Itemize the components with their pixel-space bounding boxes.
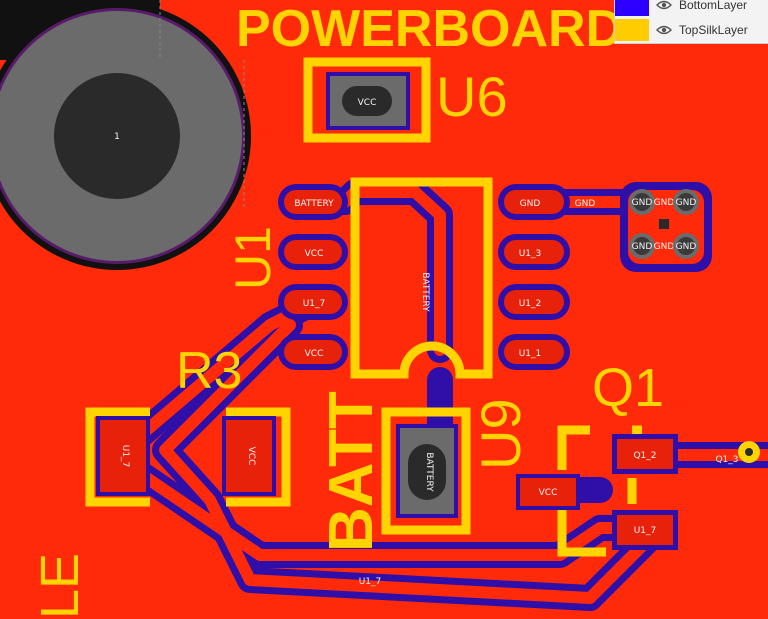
layer-row-topsilklayer[interactable]: TopSilkLayer [615,19,768,41]
u1-pad-u1-2-label: U1_2 [519,299,542,309]
q1-pad-q1-3[interactable]: Q1_3 [715,441,760,465]
r3-pad-right-label: VCC [246,447,256,466]
via-gnd-6-label: GND [676,242,697,252]
u9-footprint[interactable]: BATTERY [381,407,471,535]
via-gnd-3-label: GND [676,198,697,208]
u1-pad-gnd[interactable]: GND [498,184,570,220]
u1-pad-vcc-b-label: VCC [305,349,324,359]
via-gnd-2[interactable]: GND [654,198,675,208]
via-gnd-4-label: GND [632,242,653,252]
layer-color-swatch[interactable] [615,0,649,16]
u1-pad-u1-2[interactable]: U1_2 [498,284,570,320]
u1-pad-u1-1-label: U1_1 [519,349,542,359]
q1-pad-vcc-label: VCC [539,488,558,498]
u1-pad-vcc-b[interactable]: VCC [278,334,348,370]
u1-pad-gnd-label: GND [520,199,541,209]
silk-q1: Q1 [592,358,664,418]
via-gnd-5[interactable]: GND [654,242,675,252]
u1-body[interactable]: BATTERY [350,177,493,379]
via-gnd-5-label: GND [654,242,675,252]
silk-u6: U6 [436,65,508,128]
mount-hole[interactable]: 1 [0,2,251,270]
u1-pad-u1-7[interactable]: U1_7 [278,284,348,320]
u1-pad-vcc-a[interactable]: VCC [278,234,348,270]
via-gnd-4[interactable]: GND [629,233,655,259]
layer-row-bottomlayer[interactable]: BottomLayer [615,0,768,16]
u6-pad-label: VCC [358,98,377,108]
q1-pad-q1-2-label: Q1_2 [633,451,656,461]
via-gnd-1-label: GND [632,198,653,208]
u1-pad-vcc-a-label: VCC [305,249,324,259]
u9-pad-label: BATTERY [424,452,434,492]
layer-name: BottomLayer [679,0,748,12]
u1-pad-u1-3[interactable]: U1_3 [498,234,570,270]
silk-u9: U9 [469,398,532,470]
r3-footprint[interactable]: U1_7 VCC [85,407,291,507]
q1-pad-u1-7-label: U1_7 [634,526,657,536]
trace-u1-7-label: U1_7 [359,577,382,587]
via-gnd-6[interactable]: GND [673,233,699,259]
q1-pad-vcc[interactable]: VCC [516,474,580,510]
u1-pad-u1-7-label: U1_7 [303,299,326,309]
layer-name: TopSilkLayer [679,23,748,37]
silk-powerboard: POWERBOARD [236,0,623,58]
via-gnd-1[interactable]: GND [629,189,655,215]
r3-pad-left-label: U1_7 [120,445,130,468]
gnd-center-via [659,219,669,229]
q1-pad-u1-7[interactable]: U1_7 [612,510,678,550]
u6-footprint[interactable]: VCC [303,57,431,143]
layer-color-swatch[interactable] [615,19,649,41]
eye-icon[interactable] [653,0,675,16]
via-gnd-2-label: GND [654,198,675,208]
q1-footprint[interactable] [557,425,642,557]
u1-pad-battery-label: BATTERY [294,199,334,209]
u1-body-label: BATTERY [420,272,430,312]
u1-pad-u1-1[interactable]: U1_1 [498,334,570,370]
u1-pad-u1-3-label: U1_3 [519,249,542,259]
mount-hole-label: 1 [114,132,120,142]
silk-le: LE [30,553,90,619]
trace-gnd-label: GND [575,199,596,209]
eye-icon[interactable] [653,19,675,41]
u1-pad-battery[interactable]: BATTERY [278,184,348,220]
silk-batt: BATT [317,391,386,552]
q1-pad-q1-2[interactable]: Q1_2 [612,434,678,474]
q1-pad-q1-3-label: Q1_3 [715,455,738,465]
silk-u1: U1 [225,226,281,290]
layers-panel: BottomLayer TopSilkLayer [614,0,768,44]
silk-r3: R3 [176,342,242,400]
via-gnd-3[interactable]: GND [673,189,699,215]
